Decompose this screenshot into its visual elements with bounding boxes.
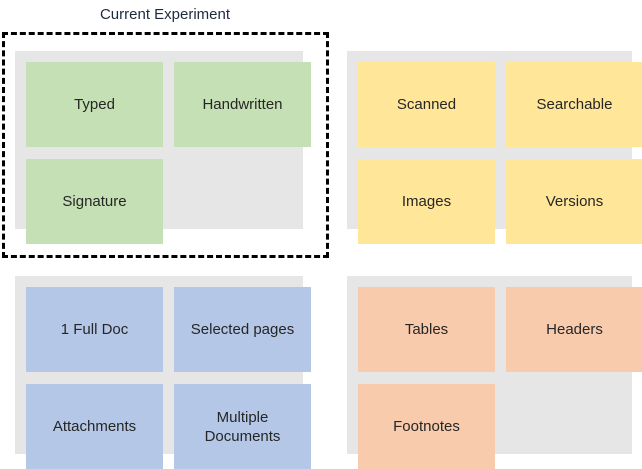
cell-1-full-doc[interactable]: 1 Full Doc (26, 287, 163, 372)
cell-tables[interactable]: Tables (358, 287, 495, 372)
cell-attachments[interactable]: Attachments (26, 384, 163, 469)
cell-empty-green (174, 159, 311, 244)
quadrant-cell-grid: Typed Handwritten Signature (26, 62, 311, 244)
cell-headers[interactable]: Headers (506, 287, 642, 372)
cell-handwritten[interactable]: Handwritten (174, 62, 311, 147)
cell-selected-pages[interactable]: Selected pages (174, 287, 311, 372)
cell-scanned[interactable]: Scanned (358, 62, 495, 147)
cell-searchable[interactable]: Searchable (506, 62, 642, 147)
cell-versions[interactable]: Versions (506, 159, 642, 244)
quadrant-cell-grid: Tables Headers Footnotes (358, 287, 642, 469)
quadrant-cell-grid: Scanned Searchable Images Versions (358, 62, 642, 244)
cell-multiple-documents[interactable]: Multiple Documents (174, 384, 311, 469)
cell-signature[interactable]: Signature (26, 159, 163, 244)
cell-empty-orange (506, 384, 642, 469)
cell-images[interactable]: Images (358, 159, 495, 244)
quadrant-cell-grid: 1 Full Doc Selected pages Attachments Mu… (26, 287, 311, 469)
cell-footnotes[interactable]: Footnotes (358, 384, 495, 469)
cell-typed[interactable]: Typed (26, 62, 163, 147)
current-experiment-title: Current Experiment (99, 6, 231, 23)
